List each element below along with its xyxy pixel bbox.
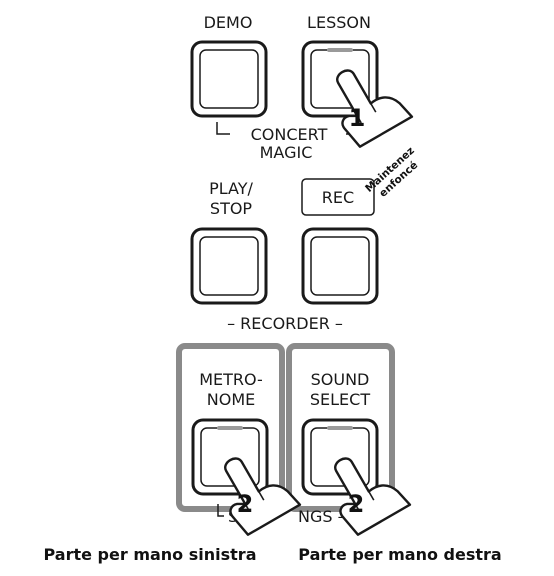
metronome-label-1: METRO- (199, 370, 263, 389)
caption-left-hand: Parte per mano sinistra (44, 545, 257, 564)
metronome-label-2: NOME (207, 390, 255, 409)
lesson-label: LESSON (307, 13, 371, 32)
sound-select-led-indicator (327, 426, 353, 430)
sound-select-button[interactable] (301, 418, 379, 496)
play-stop-button[interactable] (190, 227, 268, 305)
recorder-label: – RECORDER – (227, 314, 343, 333)
sound-select-label-1: SOUND (311, 370, 370, 389)
metronome-led-indicator (217, 426, 243, 430)
step-number-1: 1 (349, 104, 366, 132)
concert-magic-label-2: MAGIC (260, 143, 313, 162)
rec-button[interactable] (301, 227, 379, 305)
metronome-button[interactable] (191, 418, 269, 496)
play-stop-label-1: PLAY/ (209, 179, 253, 198)
rec-label: REC (322, 188, 354, 207)
settings-label-right: NGS – (298, 507, 346, 526)
lesson-led-indicator (327, 48, 353, 52)
pressing-finger-icon-left (224, 457, 302, 536)
play-stop-label-2: STOP (210, 199, 253, 218)
concert-magic-label-1: CONCERT (251, 125, 328, 144)
demo-label: DEMO (204, 13, 253, 32)
step-number-2-right: 2 (348, 490, 365, 518)
sound-select-label-2: SELECT (310, 390, 370, 409)
caption-right-hand: Parte per mano destra (298, 545, 501, 564)
step-number-2-left: 2 (237, 490, 254, 518)
pressing-finger-icon (336, 69, 414, 148)
demo-button[interactable] (190, 40, 268, 118)
rec-label-box: REC (301, 178, 375, 216)
pressing-finger-icon-right (334, 457, 412, 536)
